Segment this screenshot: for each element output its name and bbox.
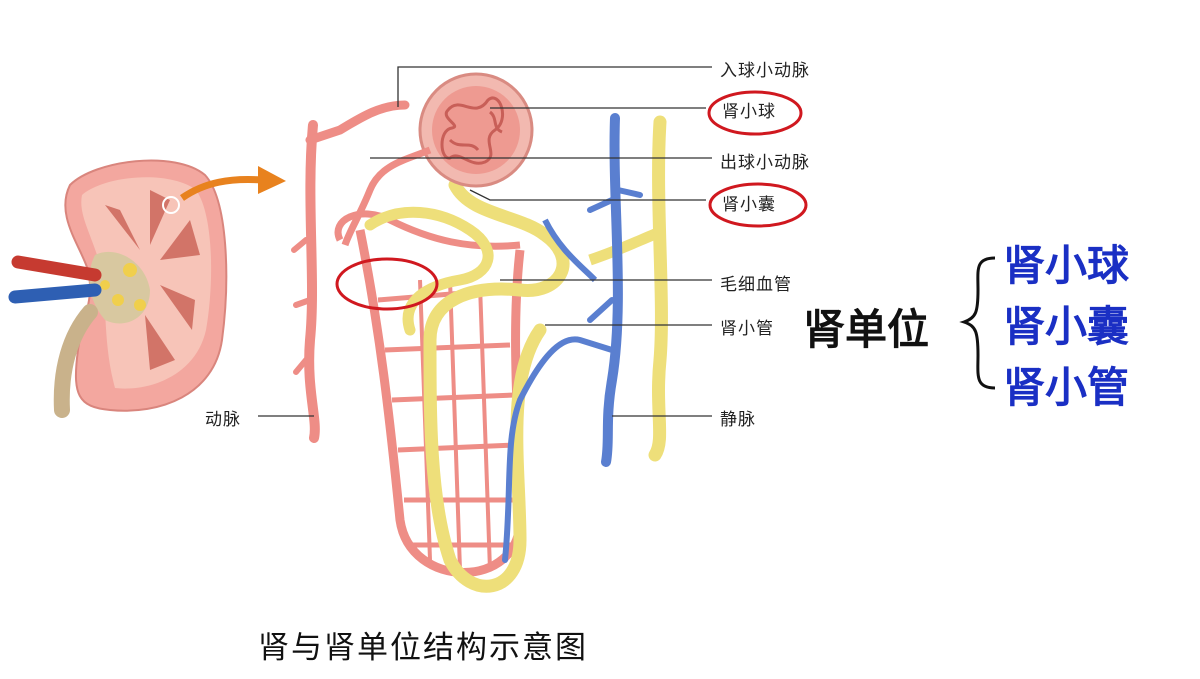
label-efferent-arteriole: 出球小动脉	[720, 153, 810, 173]
highlight-tubule	[335, 257, 439, 311]
label-renal-tubule: 肾小管	[720, 319, 774, 339]
label-glomerulus: 肾小球	[722, 102, 776, 122]
kidney-illustration	[8, 159, 228, 418]
label-bowman-capsule: 肾小囊	[722, 195, 776, 215]
pointer-arrow	[180, 176, 263, 201]
highlight-glomerulus	[707, 90, 803, 136]
highlight-capsule	[708, 182, 808, 228]
label-artery: 动脉	[205, 410, 241, 430]
label-afferent-arteriole: 入球小动脉	[720, 61, 810, 81]
summary-part-glomerulus: 肾小球	[1003, 241, 1130, 290]
brace-icon	[959, 256, 996, 390]
arrow-head-icon	[258, 166, 286, 194]
leader-lines	[258, 66, 712, 417]
summary-part-tubule: 肾小管	[1003, 363, 1130, 412]
summary-part-capsule: 肾小囊	[1003, 302, 1130, 351]
nephron-illustration	[291, 72, 668, 593]
label-capillary: 毛细血管	[720, 275, 792, 295]
summary-heading: 肾单位	[803, 305, 930, 354]
label-vein: 静脉	[720, 410, 756, 430]
figure-caption: 肾与肾单位结构示意图	[258, 630, 588, 666]
